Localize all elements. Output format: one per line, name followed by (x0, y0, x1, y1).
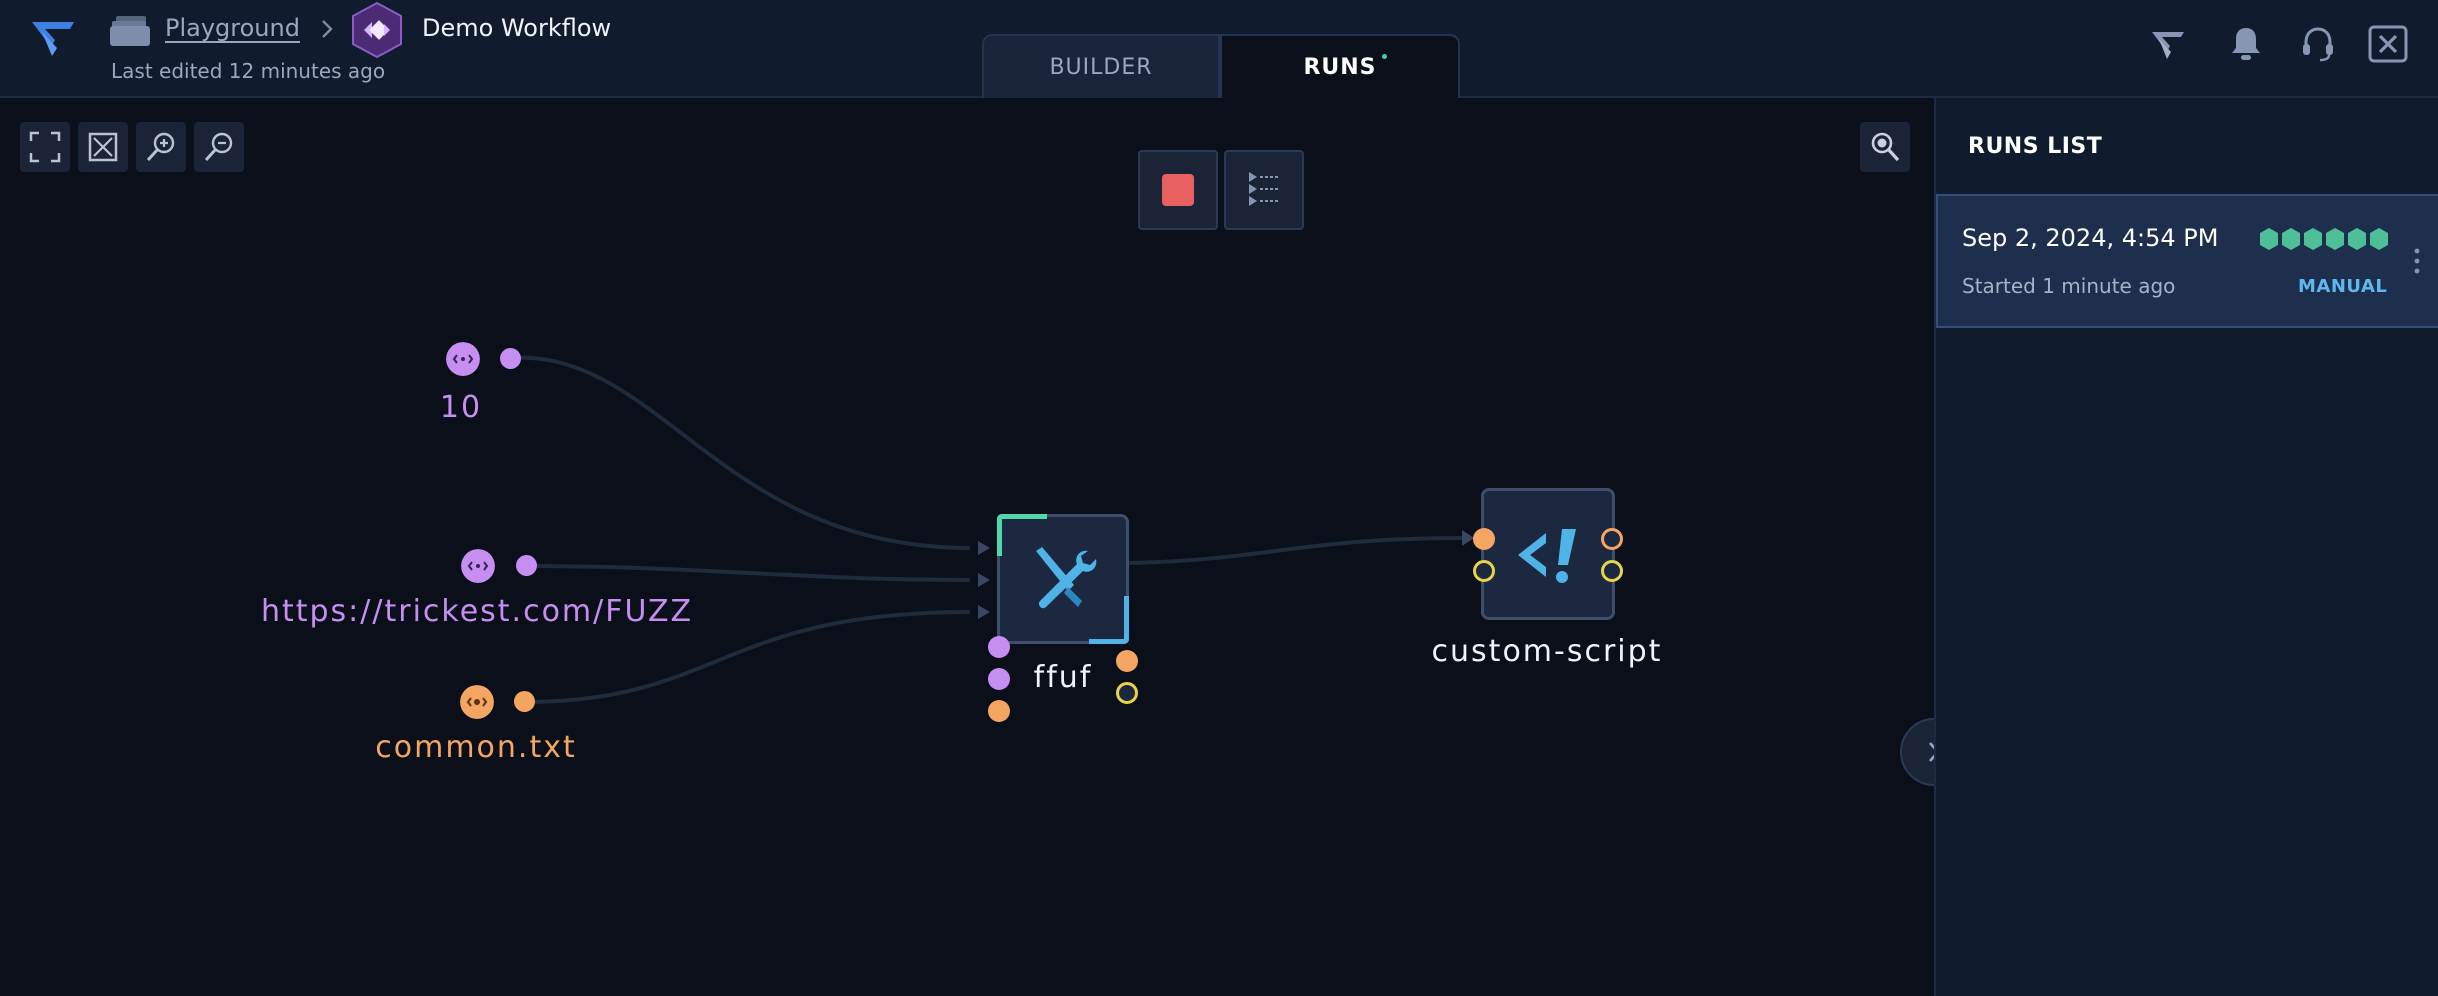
output-port[interactable] (1601, 528, 1623, 550)
tab-runs[interactable]: RUNS (1220, 34, 1460, 98)
node-progress-accent (1089, 639, 1129, 644)
input-port[interactable] (1473, 560, 1495, 582)
last-edited-text: Last edited 12 minutes ago (111, 59, 386, 83)
zoom-in-icon (146, 132, 175, 162)
tab-builder[interactable]: BUILDER (982, 34, 1220, 98)
output-port[interactable] (500, 348, 521, 369)
zoom-out-icon (204, 132, 233, 162)
fit-view-button[interactable] (78, 122, 128, 172)
input-port[interactable] (988, 700, 1010, 722)
output-port[interactable] (516, 555, 537, 576)
node-progress-accent (997, 514, 1047, 519)
workflow-canvas[interactable]: 10 https://trickest.com/FUZZ common.txt (0, 98, 1968, 996)
script-node-custom-script[interactable] (1481, 488, 1615, 620)
input-string-icon[interactable] (461, 549, 495, 583)
top-header: Playground Demo Workflow Last edited 12 … (0, 0, 2438, 98)
script-icon (1518, 529, 1576, 583)
view-tabs: BUILDER RUNS (982, 34, 1460, 98)
chevron-right-icon (322, 20, 333, 38)
output-port[interactable] (1116, 650, 1138, 672)
runs-panel: RUNS LIST Sep 2, 2024, 4:54 PM Started 1… (1934, 98, 2438, 996)
run-list-item[interactable]: Sep 2, 2024, 4:54 PM Started 1 minute ag… (1936, 194, 2438, 328)
bell-icon[interactable] (2226, 24, 2266, 64)
output-port[interactable] (1601, 560, 1623, 582)
node-progress-accent (997, 514, 1002, 556)
tab-runs-label: RUNS (1303, 54, 1377, 80)
parallel-runs-button[interactable] (1224, 150, 1304, 230)
stop-run-button[interactable] (1138, 150, 1218, 230)
fullscreen-button[interactable] (20, 122, 70, 172)
runs-list-title: RUNS LIST (1968, 134, 2103, 159)
run-trigger-badge: MANUAL (2298, 276, 2388, 297)
node-progress-accent (1124, 596, 1129, 644)
trickest-logo-icon[interactable] (30, 18, 76, 60)
run-date: Sep 2, 2024, 4:54 PM (1962, 224, 2219, 252)
folder-icon (110, 16, 150, 46)
zoom-in-button[interactable] (136, 122, 186, 172)
stop-icon (1162, 174, 1194, 206)
trickest-mark-icon[interactable] (2148, 24, 2188, 64)
headset-icon[interactable] (2298, 24, 2338, 64)
tool-node-label[interactable]: ffuf (1033, 660, 1093, 695)
input-node-label[interactable]: 10 (439, 390, 483, 425)
breadcrumb-playground[interactable]: Playground (165, 14, 300, 42)
input-port[interactable] (988, 668, 1010, 690)
tools-icon (1036, 547, 1097, 609)
more-options-icon[interactable] (2410, 246, 2424, 276)
search-zoom-icon (1871, 132, 1900, 162)
run-status-hexagons (2260, 228, 2388, 250)
script-node-label[interactable]: custom-script (1431, 634, 1663, 669)
zoom-out-button[interactable] (194, 122, 244, 172)
tool-node-ffuf[interactable] (997, 514, 1129, 644)
workflow-title: Demo Workflow (422, 14, 612, 42)
input-file-icon[interactable] (460, 685, 494, 719)
fullscreen-icon (29, 131, 61, 163)
input-node-label[interactable]: common.txt (375, 730, 577, 765)
output-port[interactable] (514, 691, 535, 712)
run-started-text: Started 1 minute ago (1962, 274, 2176, 298)
output-port[interactable] (1116, 682, 1138, 704)
search-zoom-button[interactable] (1860, 122, 1910, 172)
workflow-icon[interactable] (350, 1, 404, 59)
parallel-runs-icon (1249, 172, 1280, 206)
runs-activity-dot (1382, 54, 1387, 59)
input-port[interactable] (1473, 528, 1495, 550)
input-node-label[interactable]: https://trickest.com/FUZZ (260, 594, 694, 629)
close-icon[interactable] (2368, 24, 2408, 64)
connection-edges (509, 355, 1474, 704)
fit-view-icon (88, 132, 118, 162)
input-port[interactable] (988, 636, 1010, 658)
input-number-icon[interactable] (446, 342, 480, 376)
